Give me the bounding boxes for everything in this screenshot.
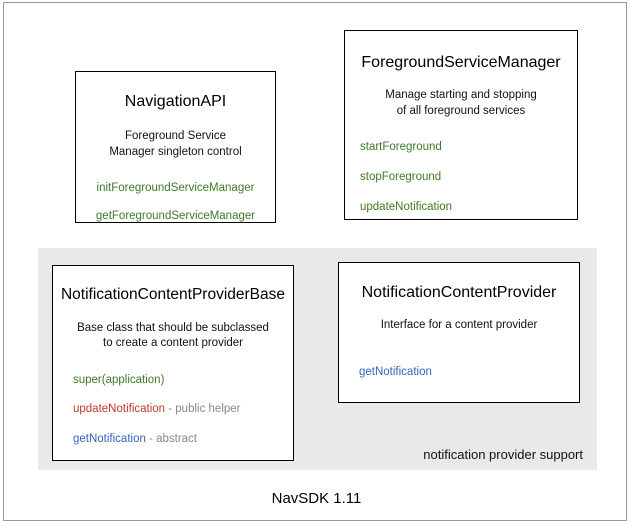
member-name: super(application) — [73, 373, 165, 386]
footer-caption: NavSDK 1.11 — [271, 490, 362, 507]
member-name: getForegroundServiceManager — [95, 210, 256, 223]
class-desc-notification-content-provider: Interface for a content provider — [339, 318, 579, 334]
member-note: - abstract — [145, 433, 198, 446]
class-box-notification-content-provider-base[interactable]: NotificationContentProviderBase Base cla… — [52, 265, 294, 461]
member-note: - public helper — [165, 403, 241, 416]
member-name: startForeground — [360, 141, 442, 154]
class-desc-line: Base class that should be subclassed — [77, 321, 269, 334]
class-title-notification-content-provider-base: NotificationContentProviderBase — [60, 286, 285, 303]
class-desc-line: Foreground Service — [125, 130, 226, 143]
member-row[interactable]: getNotification - abstract — [73, 433, 293, 447]
class-desc-foreground-service-manager: Manage starting and stopping of all fore… — [345, 88, 577, 119]
class-box-navigation-api[interactable]: NavigationAPI Foreground Service Manager… — [75, 71, 276, 223]
member-list-notification-content-provider: getNotification — [339, 366, 579, 380]
class-title-navigation-api: NavigationAPI — [124, 93, 227, 110]
class-desc-notification-content-provider-base: Base class that should be subclassed to … — [53, 321, 293, 352]
class-desc-navigation-api: Foreground Service Manager singleton con… — [76, 129, 275, 160]
member-list-notification-content-provider-base: super(application) updateNotification - … — [53, 374, 293, 447]
group-panel-label: notification provider support — [423, 447, 583, 462]
member-row[interactable]: super(application) — [73, 374, 293, 388]
class-desc-line: Interface for a content provider — [380, 319, 538, 332]
class-desc-line: Manage starting and stopping — [385, 89, 537, 102]
member-name: updateNotification — [73, 403, 166, 416]
member-row[interactable]: getNotification — [359, 366, 579, 380]
member-row[interactable]: stopForeground — [360, 171, 577, 185]
member-name: getNotification — [359, 365, 432, 378]
class-box-foreground-service-manager[interactable]: ForegroundServiceManager Manage starting… — [344, 30, 578, 220]
class-title-notification-content-provider: NotificationContentProvider — [361, 284, 557, 301]
member-row[interactable]: initForegroundServiceManager — [76, 182, 275, 196]
member-row[interactable]: updateNotification - public helper — [73, 403, 293, 417]
member-name: updateNotification — [360, 200, 453, 213]
member-name: initForegroundServiceManager — [96, 182, 255, 195]
member-name: getNotification — [73, 433, 146, 446]
class-box-notification-content-provider[interactable]: NotificationContentProvider Interface fo… — [338, 262, 580, 403]
member-row[interactable]: updateNotification — [360, 201, 577, 215]
member-list-foreground-service-manager: startForeground stopForeground updateNot… — [345, 141, 577, 214]
class-desc-line: Manager singleton control — [109, 145, 242, 158]
member-name: stopForeground — [360, 171, 442, 184]
member-row[interactable]: getForegroundServiceManager — [76, 210, 275, 224]
class-desc-line: of all foreground services — [396, 104, 526, 117]
member-list-navigation-api: initForegroundServiceManager getForegrou… — [76, 182, 275, 224]
member-row[interactable]: startForeground — [360, 141, 577, 155]
class-desc-line: to create a content provider — [103, 337, 243, 350]
class-title-foreground-service-manager: ForegroundServiceManager — [361, 54, 561, 71]
